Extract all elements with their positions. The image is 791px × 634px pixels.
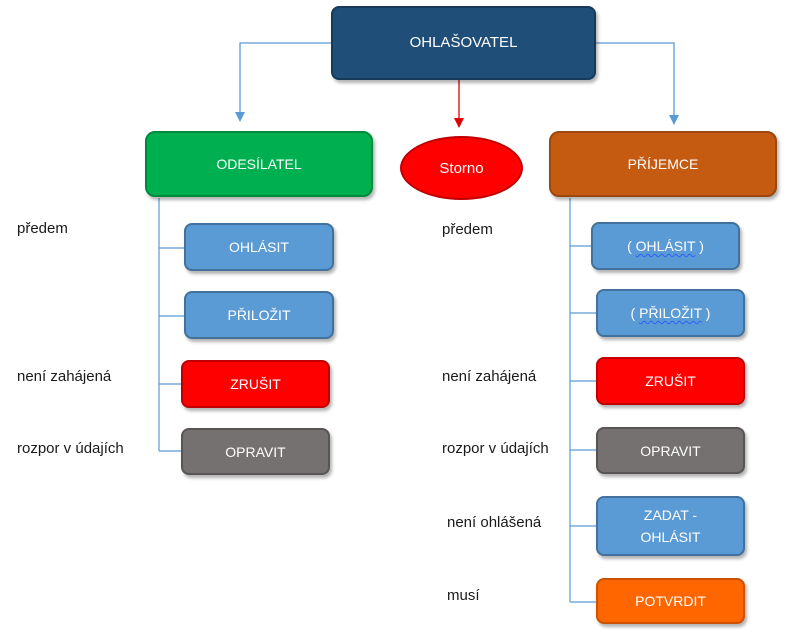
receiver-zadat-line1: ZADAT - bbox=[643, 507, 698, 523]
receiver-prilozit-box: ( PŘILOŽIT ) bbox=[596, 289, 745, 337]
arrow-top-to-receiver bbox=[596, 42, 679, 125]
node-ohlasovatel-label: OHLAŠOVATEL bbox=[409, 34, 518, 51]
receiver-potvrdit-label: POTVRDIT bbox=[635, 593, 706, 609]
receiver-zrusit-box: ZRUŠIT bbox=[596, 357, 745, 405]
node-odesilatel: ODESÍLATEL bbox=[145, 131, 373, 197]
receiver-zadat-ohlasit-box: ZADAT - OHLÁSIT bbox=[596, 496, 745, 556]
right-label-neni-zahajena: není zahájená bbox=[442, 368, 537, 385]
receiver-opravit-box: OPRAVIT bbox=[596, 427, 745, 474]
right-label-musi: musí bbox=[447, 587, 480, 604]
node-ohlasovatel: OHLAŠOVATEL bbox=[331, 6, 596, 80]
node-odesilatel-label: ODESÍLATEL bbox=[216, 156, 302, 172]
arrow-top-to-sender bbox=[235, 42, 331, 122]
node-storno-label: Storno bbox=[439, 159, 484, 177]
receiver-zrusit-label: ZRUŠIT bbox=[645, 373, 696, 389]
sender-ohlasit-label: OHLÁSIT bbox=[229, 239, 289, 255]
node-prijemce: PŘÍJEMCE bbox=[549, 131, 777, 197]
left-label-predem: předem bbox=[17, 220, 68, 237]
right-label-neni-ohlasena: není ohlášená bbox=[447, 514, 542, 531]
receiver-zadat-line2: OHLÁSIT bbox=[640, 529, 701, 545]
sender-zrusit-box: ZRUŠIT bbox=[181, 360, 330, 408]
receiver-ohlasit-box: ( OHLÁSIT ) bbox=[591, 222, 740, 270]
sender-zrusit-label: ZRUŠIT bbox=[230, 376, 281, 392]
sender-prilozit-label: PŘILOŽIT bbox=[227, 307, 291, 323]
sender-opravit-box: OPRAVIT bbox=[181, 428, 330, 475]
node-storno: Storno bbox=[400, 136, 523, 200]
left-label-rozpor: rozpor v údajích bbox=[17, 440, 124, 457]
receiver-ohlasit-label: ( OHLÁSIT ) bbox=[627, 238, 704, 254]
right-label-predem: předem bbox=[442, 221, 493, 238]
sender-prilozit-box: PŘILOŽIT bbox=[184, 291, 334, 339]
receiver-prilozit-label: ( PŘILOŽIT ) bbox=[630, 305, 711, 321]
sender-opravit-label: OPRAVIT bbox=[225, 443, 286, 460]
receiver-potvrdit-box: POTVRDIT bbox=[596, 578, 745, 624]
receiver-opravit-label: OPRAVIT bbox=[640, 442, 701, 459]
sender-ohlasit-box: OHLÁSIT bbox=[184, 223, 334, 271]
left-label-neni-zahajena: není zahájená bbox=[17, 368, 112, 385]
node-prijemce-label: PŘÍJEMCE bbox=[627, 156, 699, 172]
right-label-rozpor: rozpor v údajích bbox=[442, 440, 549, 457]
